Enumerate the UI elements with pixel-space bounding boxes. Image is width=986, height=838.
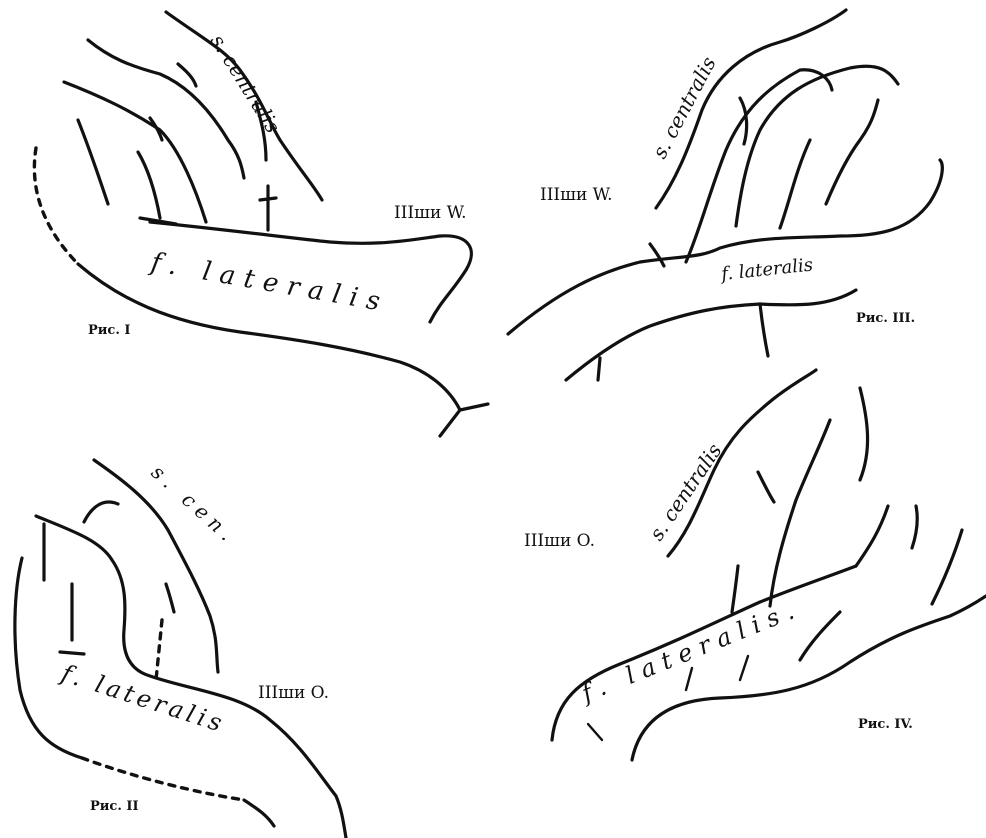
sulcus-branch-5 <box>912 506 917 548</box>
sulcus-branch-1 <box>860 388 868 480</box>
figure-label: Рис. III. <box>856 311 915 326</box>
type-label: IIIши W. <box>394 203 467 223</box>
fissure-label: f. lateralis <box>718 254 814 285</box>
sulcus-branch-2 <box>64 82 206 222</box>
panel-fig-1: s. centralis f. lateralis IIIши W. Рис. … <box>34 12 488 436</box>
sulcus-label: s. centralis <box>647 53 721 163</box>
panel-fig-2: s. cen. f. lateralis IIIши O. Рис. II <box>15 460 346 838</box>
panel-fig-3: s. centralis f. lateralis IIIши W. Рис. … <box>508 10 942 380</box>
panel-fig-4: s. centralis f. lateralis. IIIши O. Рис.… <box>524 370 986 760</box>
sulcus-tick-1 <box>686 668 692 690</box>
sulcus-branch-2 <box>60 584 84 654</box>
sulcus-branch-3 <box>732 566 738 612</box>
fissure-label: f. lateralis <box>147 247 391 319</box>
fissure-terminal-branch <box>856 506 888 566</box>
sulcus-branch-4 <box>800 612 840 660</box>
sulcus-branch-4 <box>780 140 810 228</box>
sulcus-dashed-branch <box>156 620 162 680</box>
sulcus-tick-2 <box>740 656 748 680</box>
figure-label: Рис. II <box>90 799 139 814</box>
sulcus-branch-4 <box>138 152 176 224</box>
sulcus-branch-6 <box>650 244 664 266</box>
sulcus-label: s. centralis <box>206 30 285 137</box>
type-label: IIIши O. <box>258 683 329 703</box>
sulcus-branch-3 <box>736 66 898 226</box>
sulcus-label: s. cen. <box>147 460 243 550</box>
sulcus-branch-3 <box>78 120 108 204</box>
fissure-dashed-continuation <box>82 758 244 800</box>
sulcus-arc <box>84 502 118 522</box>
fissure-lower-spur <box>244 800 274 826</box>
fissure-dashed-continuation <box>34 148 78 264</box>
fissure-label: f. lateralis. <box>576 594 805 708</box>
fissure-lateralis-lower-lip <box>632 596 986 760</box>
type-label: IIIши O. <box>524 531 595 551</box>
sulcus-branch-7 <box>260 186 276 230</box>
type-label: IIIши W. <box>540 185 613 205</box>
fissure-lateralis-lower-lip <box>566 290 856 380</box>
fissure-label: f. lateralis <box>56 658 229 738</box>
sulcus-branch-7 <box>758 472 774 502</box>
sulcus-branch-5 <box>826 100 878 204</box>
sulcus-branch-5 <box>178 64 196 86</box>
figure-label: Рис. I <box>88 323 130 338</box>
sulcus-tick-3 <box>588 724 602 740</box>
sulcus-branch-3 <box>166 584 174 612</box>
sulcus-branch-6 <box>932 530 962 604</box>
figure-label: Рис. IV. <box>858 717 913 732</box>
